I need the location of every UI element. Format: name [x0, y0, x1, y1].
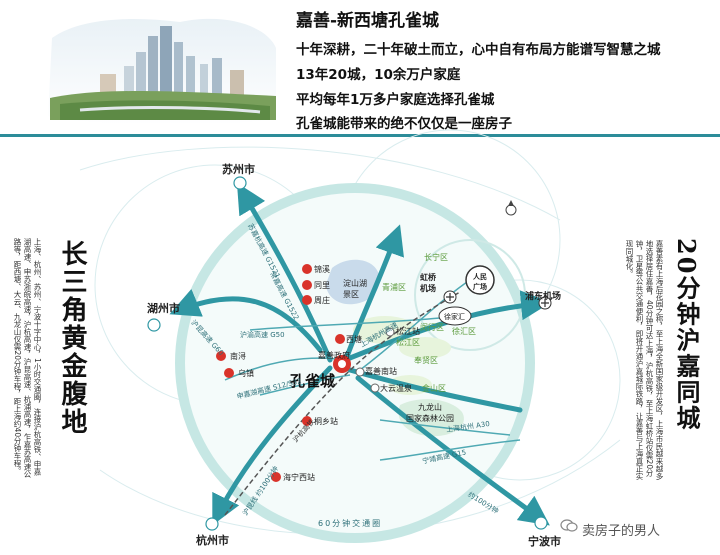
- center-location-marker: [333, 355, 351, 373]
- header-divider: [0, 134, 720, 137]
- road-arrows: [169, 182, 551, 526]
- label-songjiang-station: 松江站: [396, 327, 420, 336]
- north-arrow-icon: [505, 200, 517, 216]
- left-panel-description: 上海、杭州、苏州、宁波十字中心，1小时交通圈，连接沪杭高铁、申嘉湖高速、申苏浙皖…: [13, 238, 42, 478]
- label-changning: 长宁区: [424, 253, 448, 262]
- label-xujiahui: 徐家汇: [444, 313, 465, 321]
- label-qingpu: 青浦区: [382, 283, 406, 292]
- left-panel-title: 长三角黄金腹地: [57, 240, 87, 436]
- tagline-4: 孔雀城能带来的绝不仅仅是一座房子: [296, 116, 512, 132]
- station-pins: [355, 327, 395, 393]
- label-wuzhen: 乌镇: [238, 369, 254, 378]
- label-jiulongshan: 九龙山 国家森林公园: [406, 403, 454, 423]
- secondary-roads: [224, 279, 521, 461]
- tagline-3: 平均每年1万多户家庭选择孔雀城: [296, 92, 495, 108]
- label-songjiang: 松江区: [396, 338, 420, 347]
- city-label-ningbo: 宁波市: [528, 535, 561, 548]
- label-zhouzhuang: 周庄: [314, 296, 330, 305]
- label-xuhui: 徐汇区: [452, 327, 476, 336]
- label-people-square: 人民 广场: [473, 273, 487, 291]
- label-hongqiao-airport: 虹桥 机场: [420, 273, 436, 293]
- xujiahui-marker: [438, 306, 472, 326]
- tagline-1: 十年深耕，二十年破土而立，心中自有布局方能谱写智慧之城: [296, 42, 661, 58]
- tagline-2: 13年20城，10余万户家庭: [296, 67, 461, 83]
- label-road-hu-yu: 沪渝高速 G50: [240, 331, 285, 339]
- label-pudong-airport: 浦东机场: [525, 292, 562, 302]
- dianshan-lake: [326, 259, 380, 305]
- right-panel-description: 嘉善素有上海后花园之称，至上海全新国家级开发区，上海市民越来越多地选择居住嘉善，…: [625, 240, 664, 480]
- label-jinxi: 锦溪: [314, 265, 330, 274]
- label-tongli: 同里: [314, 281, 330, 290]
- label-dayun: 大云温泉: [380, 384, 412, 393]
- city-label-hangzhou: 杭州市: [196, 534, 229, 547]
- city-label-huzhou: 湖州市: [147, 302, 180, 315]
- label-fengxian: 奉贤区: [414, 356, 438, 365]
- label-minhang: 闵行区: [420, 323, 444, 332]
- watermark-text: 卖房子的男人: [582, 524, 661, 539]
- label-tongxiang: 桐乡站: [314, 417, 338, 426]
- label-nanxun: 南浔: [230, 352, 246, 361]
- right-panel-title: 20分钟沪嘉同城: [672, 238, 701, 432]
- center-label: 孔雀城: [290, 372, 336, 390]
- label-xitang: 西塘: [346, 335, 362, 344]
- page-title: 嘉善-新西塘孔雀城: [296, 11, 440, 31]
- city-skyline-image: [48, 18, 276, 126]
- hu-hang-rail-line: [224, 291, 461, 516]
- city-label-suzhou: 苏州市: [222, 163, 255, 176]
- wechat-icon: [560, 519, 578, 532]
- label-haining-west: 海宁西站: [283, 473, 315, 482]
- label-jiashan-gov: 嘉善政府: [318, 351, 350, 360]
- label-jiashan-south: 嘉善南站: [365, 367, 397, 376]
- label-time-ring: 60分钟交通圈: [318, 519, 383, 528]
- place-pins: [216, 264, 345, 482]
- label-dianshan-lake: 淀山湖 景区: [343, 279, 367, 299]
- header-banner: 嘉善-新西塘孔雀城 十年深耕，二十年破土而立，心中自有布局方能谱写智慧之城 13…: [0, 0, 720, 140]
- label-jinshan: 金山区: [422, 384, 446, 393]
- city-pins: [147, 176, 548, 531]
- people-square-marker: [465, 265, 495, 295]
